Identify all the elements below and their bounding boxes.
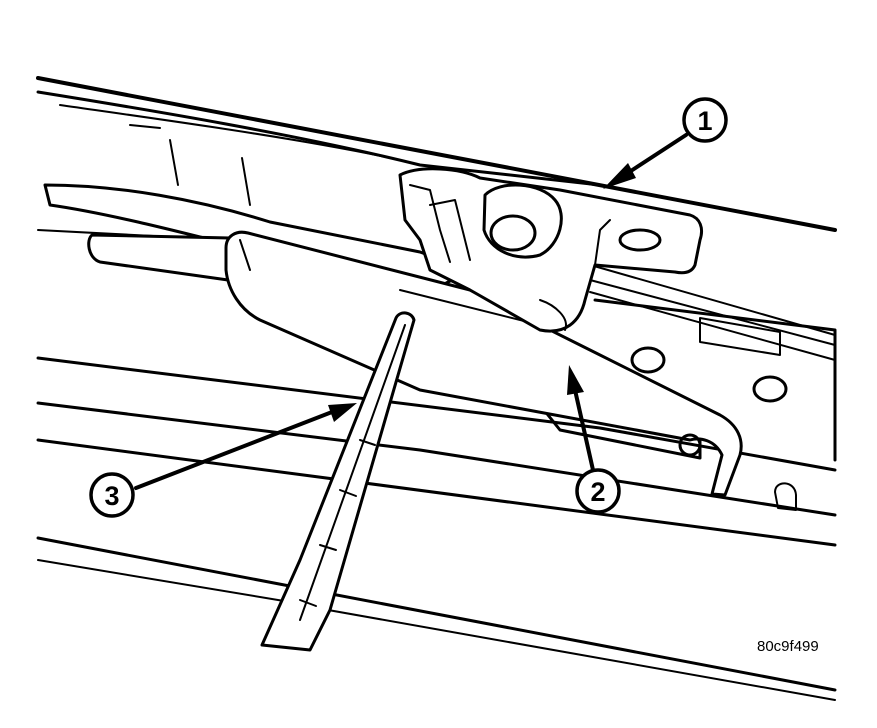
hinge-bracket — [398, 167, 704, 333]
panel-hole-1 — [630, 346, 666, 374]
prop-rod — [260, 311, 416, 652]
callout-2-label: 2 — [590, 477, 605, 507]
arrowhead-1 — [603, 163, 636, 189]
arrowhead-2 — [567, 365, 584, 395]
figure-id: 80c9f499 — [757, 638, 819, 655]
lower-body-rails — [36, 356, 837, 701]
callout-3-label: 3 — [104, 481, 119, 511]
leader-arrow-3 — [134, 410, 334, 490]
callout-3: 3 — [89, 472, 135, 518]
arrowhead-3 — [328, 403, 357, 422]
hinge-mount-slot — [618, 228, 662, 252]
callout-2: 2 — [575, 468, 621, 514]
upper-hood-rails — [36, 76, 837, 361]
callout-1-label: 1 — [697, 106, 712, 136]
panel-hole-2 — [752, 375, 788, 403]
hinge-pivot-bushing — [489, 214, 537, 252]
callout-1: 1 — [682, 97, 728, 143]
leader-lines — [134, 133, 688, 490]
leader-arrow-2 — [573, 388, 595, 472]
